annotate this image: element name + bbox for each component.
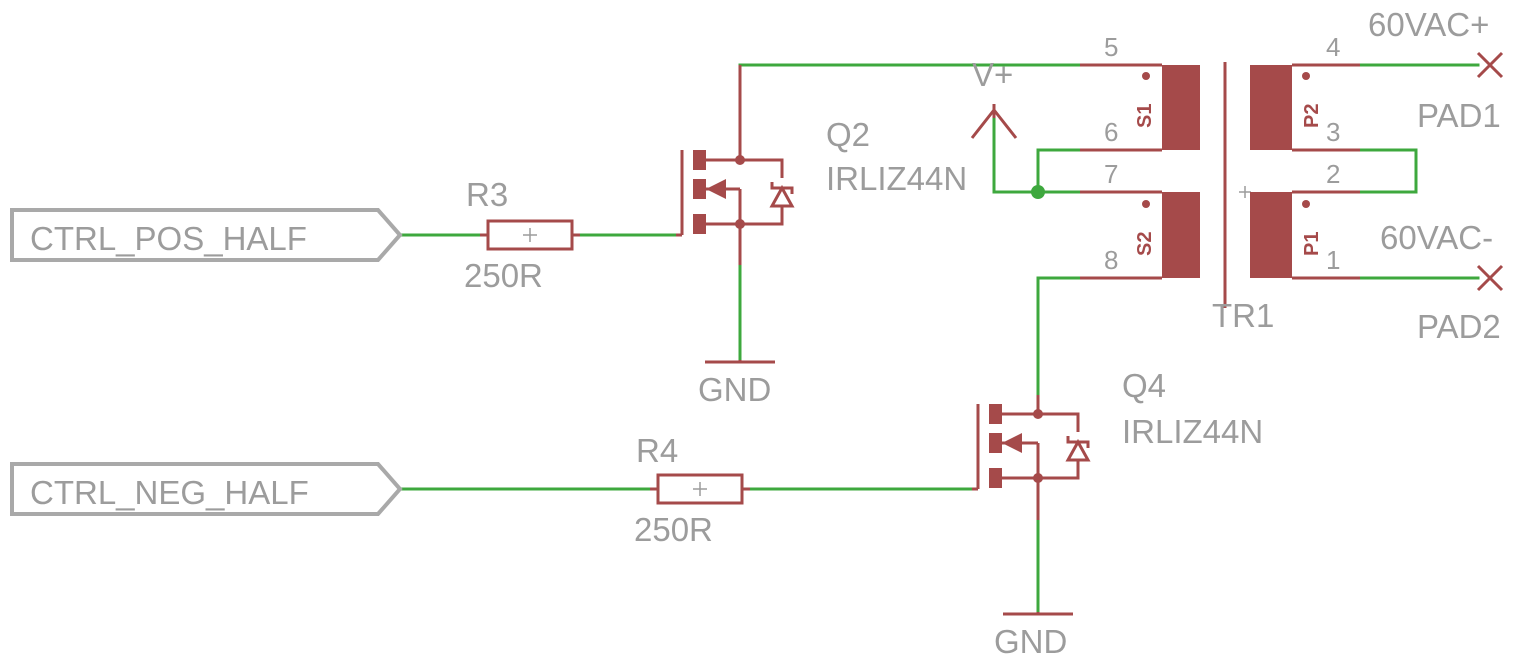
r4-value: 250R	[634, 511, 713, 548]
r4-name: R4	[636, 432, 678, 469]
pin-4: 4	[1326, 32, 1340, 62]
wire-s2-q4-drain	[1036, 276, 1082, 397]
pin-1: 1	[1326, 245, 1340, 275]
tr1-name: TR1	[1212, 297, 1274, 334]
q2-value: IRLIZ44N	[826, 160, 967, 197]
winding-p1: P1	[1301, 232, 1323, 256]
port-label-pos: CTRL_POS_HALF	[30, 220, 307, 257]
pad2-name: PAD2	[1417, 308, 1501, 345]
winding-s2: S2	[1134, 232, 1156, 256]
wire-vplus-ct	[992, 116, 1082, 194]
pin-2: 2	[1326, 159, 1340, 189]
pad-pad2: 60VAC- PAD2	[1380, 219, 1504, 345]
port-ctrl-neg-half: CTRL_NEG_HALF	[10, 462, 403, 516]
r3-value: 250R	[464, 257, 543, 294]
pin-6: 6	[1104, 117, 1118, 147]
q4-value: IRLIZ44N	[1122, 413, 1263, 450]
wires	[398, 63, 1480, 614]
pin-5: 5	[1104, 32, 1118, 62]
r3-name: R3	[466, 176, 508, 213]
pin-8: 8	[1104, 245, 1118, 275]
pad1-name: PAD1	[1417, 97, 1501, 134]
wire-primary-link	[1358, 148, 1418, 194]
pin-3: 3	[1326, 117, 1340, 147]
q2-name: Q2	[826, 116, 870, 153]
gnd-label-bottom: GND	[994, 623, 1067, 660]
gnd-symbol-top: GND	[698, 360, 775, 408]
winding-s1: S1	[1134, 104, 1156, 128]
resistor-r4: R4 250R	[634, 432, 750, 548]
q4-name: Q4	[1122, 367, 1166, 404]
transformer-tr1: S1 S2 P2 P1 5 6 7 8 4 3 2 1 TR1	[1080, 32, 1360, 334]
pad2-label: 60VAC-	[1380, 219, 1493, 256]
resistor-r3: R3 250R	[464, 176, 580, 294]
mosfet-q4: Q4 IRLIZ44N	[972, 367, 1263, 520]
port-ctrl-pos-half: CTRL_POS_HALF	[10, 208, 403, 262]
gnd-symbol-bottom: GND	[994, 612, 1073, 660]
gnd-label-top: GND	[698, 371, 771, 408]
pad-pad1: 60VAC+ PAD1	[1368, 6, 1504, 134]
pin-7: 7	[1104, 159, 1118, 189]
winding-p2: P2	[1301, 104, 1323, 128]
supply-label: V+	[972, 56, 1013, 93]
junction-dot	[1031, 185, 1045, 199]
port-label-neg: CTRL_NEG_HALF	[30, 474, 309, 511]
pad1-label: 60VAC+	[1368, 6, 1489, 43]
wire-ct-jumper	[1036, 148, 1082, 194]
supply-vplus: V+	[970, 56, 1018, 139]
mosfet-q2: Q2 IRLIZ44N	[676, 65, 967, 265]
